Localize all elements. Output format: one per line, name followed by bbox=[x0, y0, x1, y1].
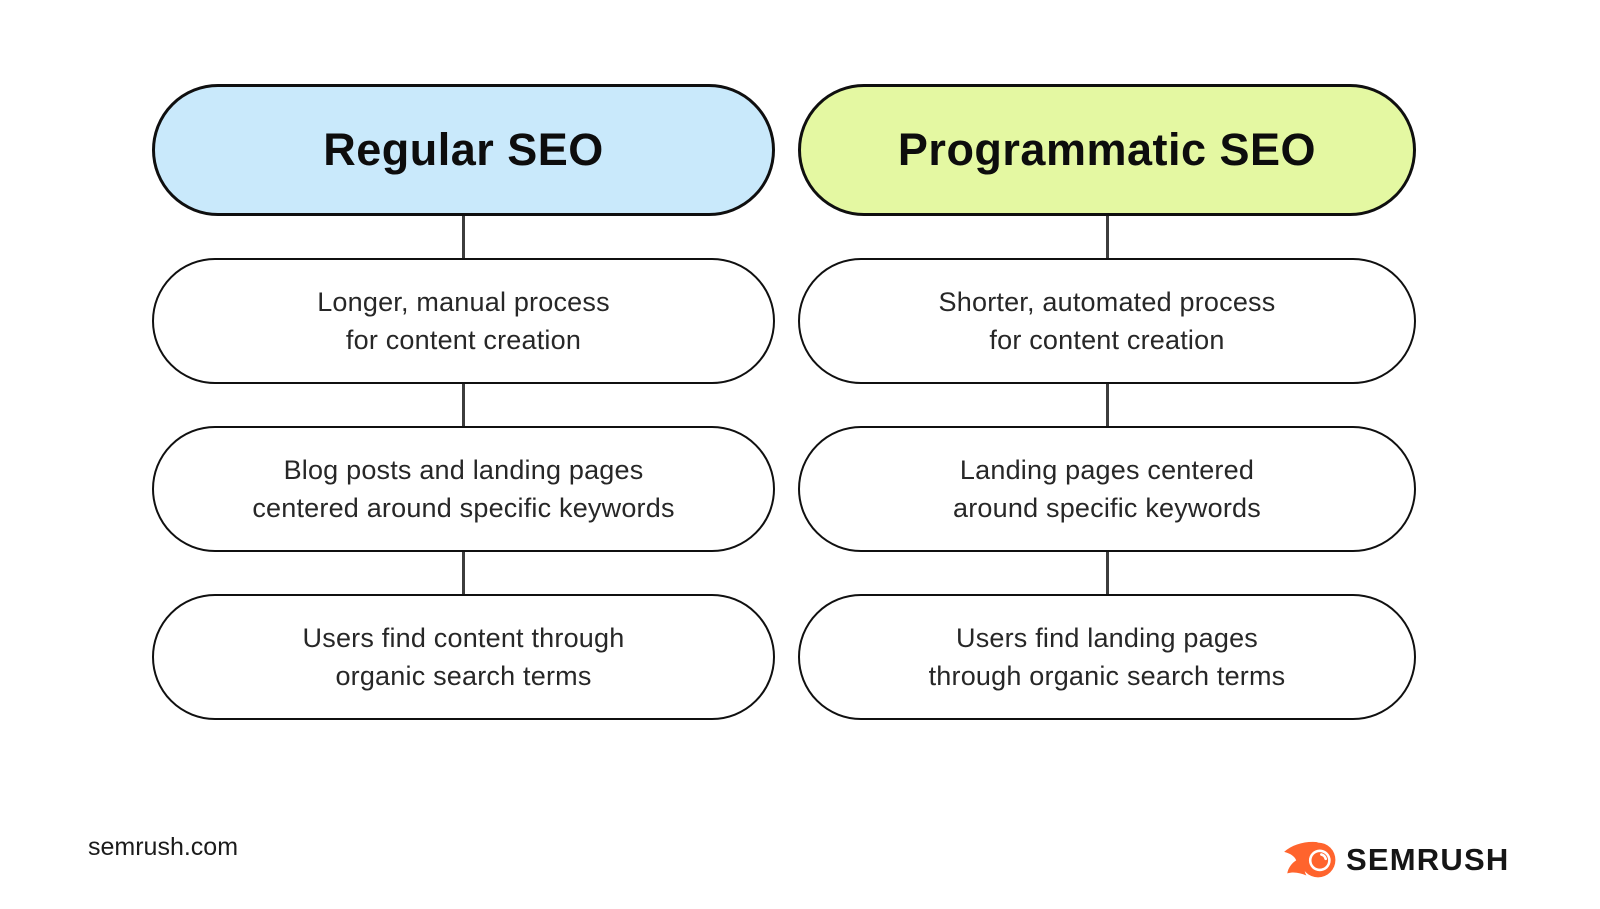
semrush-wordmark: SEMRUSH bbox=[1346, 841, 1510, 877]
flow-box-programmatic-2: Landing pages centered around specific k… bbox=[798, 426, 1416, 552]
connector-line bbox=[1105, 384, 1109, 426]
flow-box-text-line: for content creation bbox=[345, 325, 582, 355]
source-url-text: semrush.com bbox=[88, 833, 239, 861]
column-regular-seo: Regular SEO Longer, manual process for c… bbox=[152, 84, 775, 720]
connector-line bbox=[462, 552, 465, 594]
connector-line bbox=[462, 384, 465, 426]
flow-box-text-line: Longer, manual process bbox=[317, 287, 610, 317]
flow-box-regular-3: Users find content through organic searc… bbox=[152, 594, 775, 720]
flow-box-programmatic-1: Shorter, automated process for content c… bbox=[798, 258, 1416, 384]
flow-box-regular-1: Longer, manual process for content creat… bbox=[152, 258, 775, 384]
flow-box-text-line: through organic search terms bbox=[928, 661, 1286, 691]
flow-box-regular-2: Blog posts and landing pages centered ar… bbox=[152, 426, 775, 552]
column-programmatic-seo: Programmatic SEO Shorter, automated proc… bbox=[798, 84, 1416, 720]
flow-box-text-line: Users find content through bbox=[302, 623, 625, 653]
flow-box-text-line: Users find landing pages bbox=[956, 623, 1258, 653]
flow-box-programmatic-3: Users find landing pages through organic… bbox=[798, 594, 1416, 720]
semrush-logo: SEMRUSH bbox=[1283, 839, 1509, 880]
header-programmatic-seo: Programmatic SEO bbox=[798, 84, 1416, 216]
semrush-flame-icon bbox=[1283, 839, 1337, 880]
connector-line bbox=[462, 216, 465, 258]
connector-line bbox=[1105, 216, 1109, 258]
flow-box-text-line: organic search terms bbox=[335, 661, 592, 691]
header-regular-seo: Regular SEO bbox=[152, 84, 775, 216]
connector-line bbox=[1105, 552, 1109, 594]
flow-box-text-line: Shorter, automated process bbox=[938, 287, 1276, 317]
flow-box-text-line: for content creation bbox=[989, 325, 1225, 355]
flow-box-text-line: Blog posts and landing pages bbox=[283, 455, 644, 485]
flow-box-text-line: around specific keywords bbox=[953, 493, 1261, 523]
flow-box-text-line: centered around specific keywords bbox=[252, 493, 675, 523]
flow-box-text-line: Landing pages centered bbox=[959, 455, 1255, 485]
